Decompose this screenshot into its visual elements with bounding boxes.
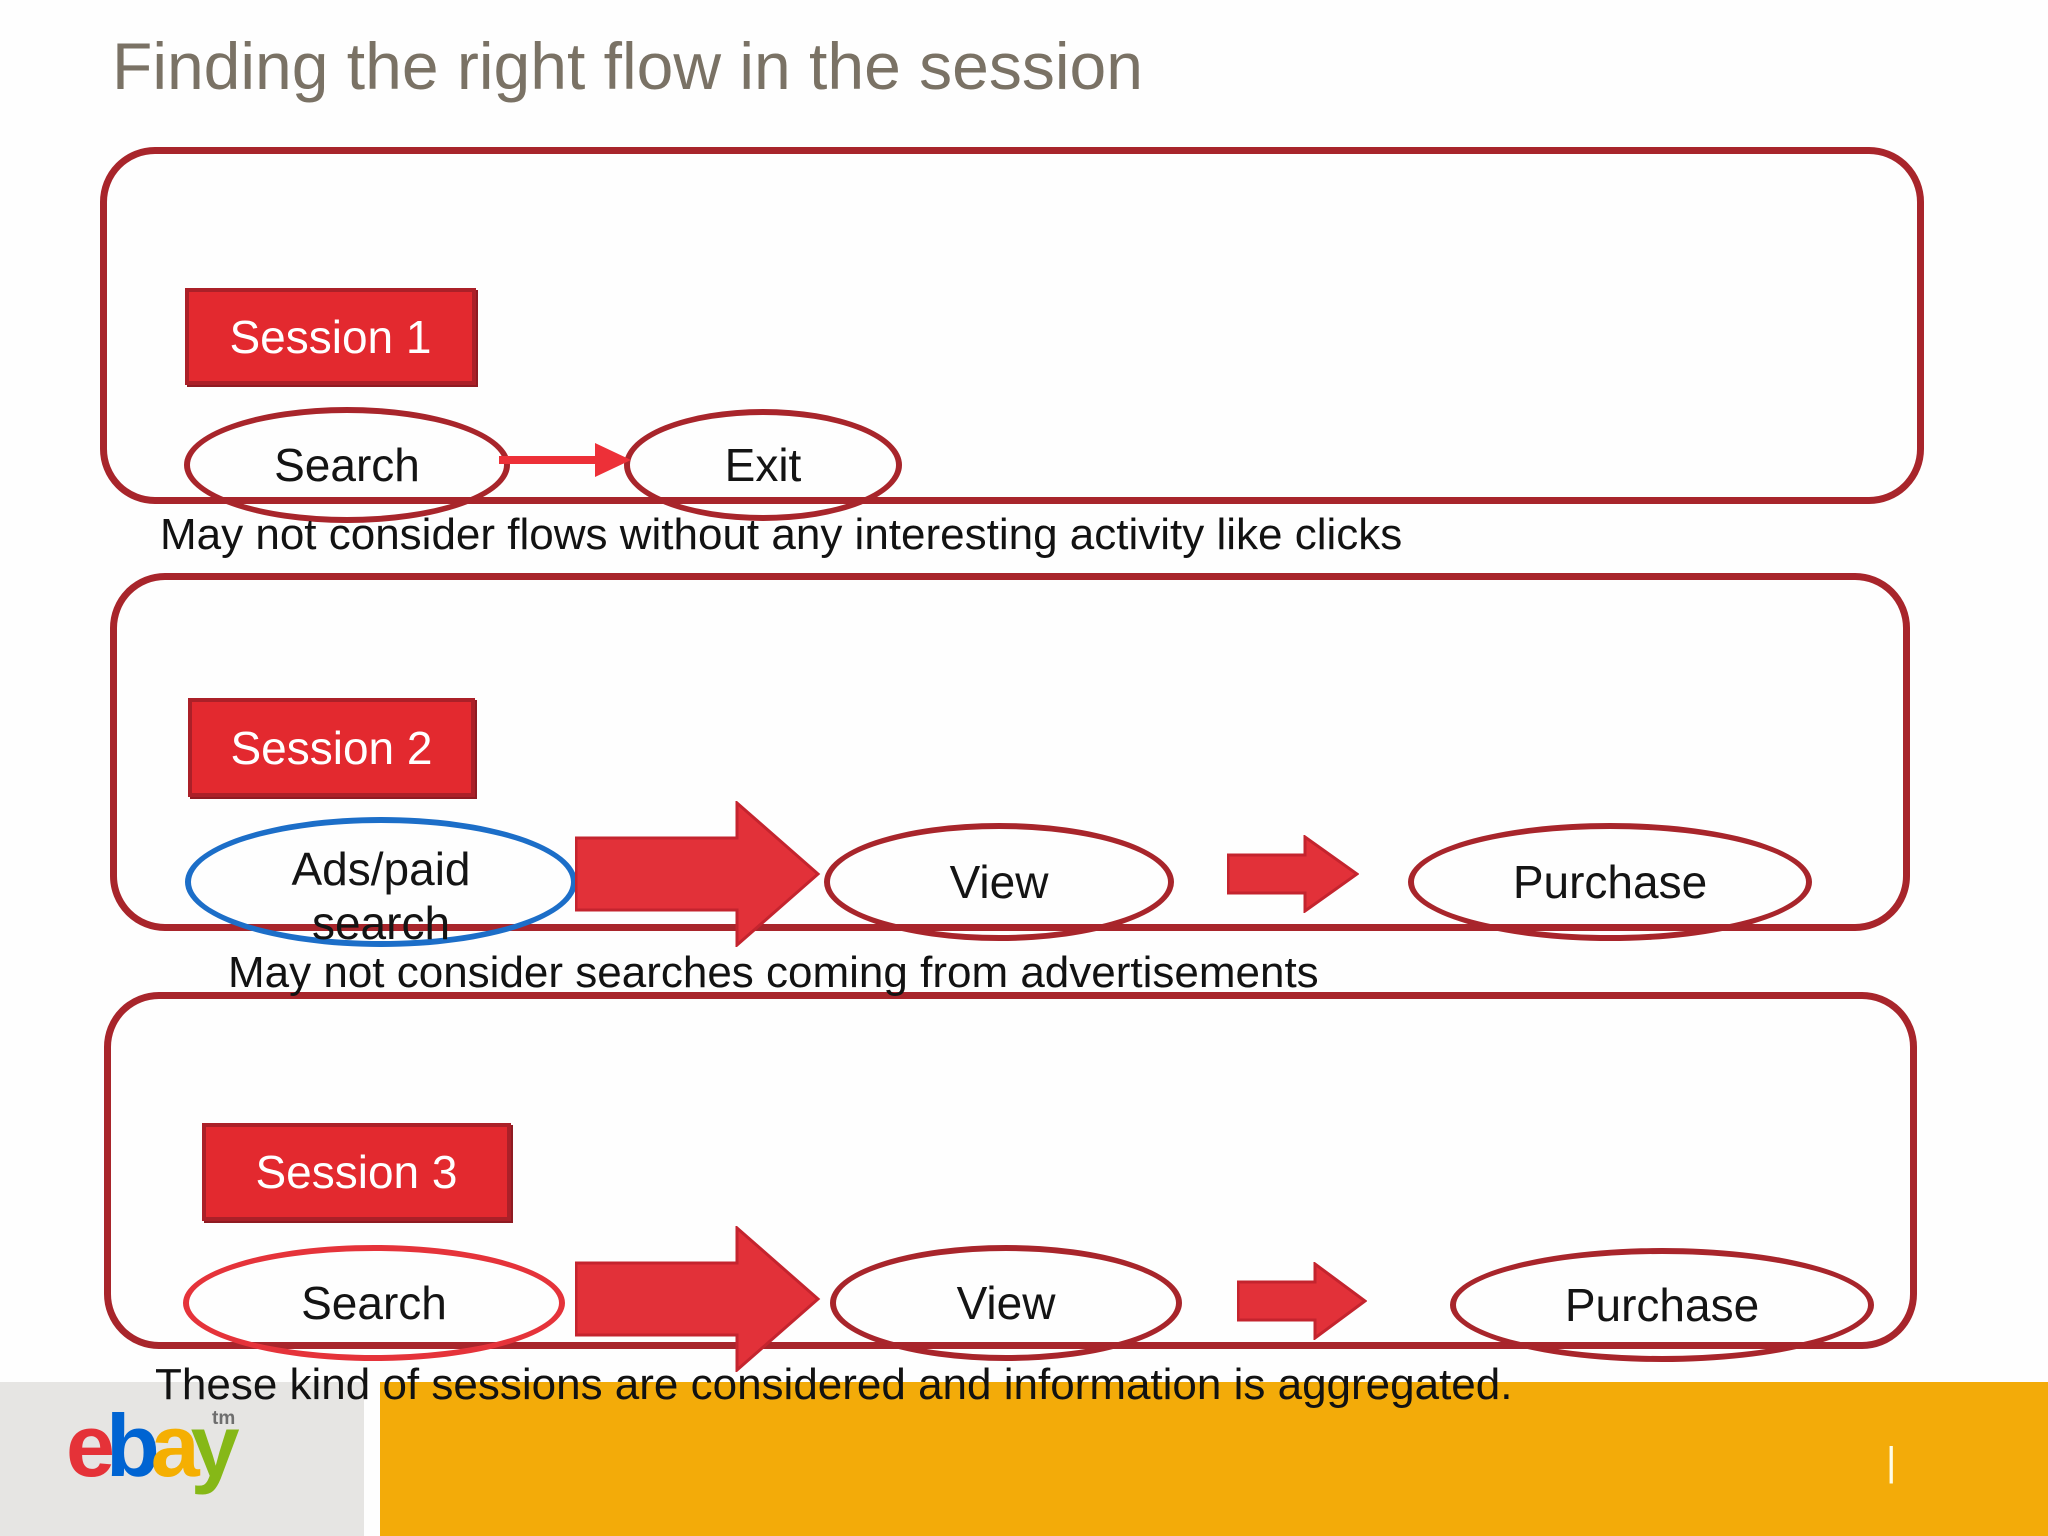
session3-purchase-node: Purchase [1450, 1248, 1874, 1362]
session1-caption: May not consider flows without any inter… [160, 510, 1403, 559]
session1-exit-node: Exit [624, 409, 902, 521]
ebay-letter-a: a [150, 1396, 200, 1495]
footer-page-marker: | [1886, 1440, 1897, 1484]
ebay-trademark: tm [212, 1408, 236, 1429]
session1-container [100, 147, 1924, 504]
session2-view-label: View [949, 855, 1049, 908]
session2-caption: May not consider searches coming from ad… [228, 948, 1319, 997]
session3-view-label: View [956, 1276, 1056, 1329]
small-arrow-right-icon [1237, 1262, 1367, 1340]
session3-search-node: Search [183, 1245, 565, 1361]
page-title: Finding the right flow in the session [112, 29, 1143, 103]
session2-purchase-label: Purchase [1512, 855, 1708, 908]
session1-search-label: Search [274, 438, 420, 491]
ebay-logo: ebay [66, 1402, 240, 1490]
footer-orange-bar: | [380, 1382, 2048, 1536]
session1-label: Session 1 [229, 310, 432, 363]
small-arrow-right-icon [1227, 835, 1359, 913]
session1-exit-label: Exit [724, 438, 802, 491]
big-arrow-right-icon [575, 801, 821, 947]
session2-label: Session 2 [230, 721, 433, 774]
ebay-letter-b: b [105, 1396, 160, 1495]
session2-label-box: Session 2 [188, 698, 475, 797]
session2-ads-node: Ads/paid search [185, 817, 577, 949]
session2-view-node: View [824, 823, 1174, 941]
big-arrow-right-icon [575, 1226, 821, 1372]
session1-label-box: Session 1 [185, 288, 476, 385]
footer-gray-panel: ebay tm [0, 1382, 364, 1536]
session1-search-node: Search [184, 407, 510, 523]
session3-search-label: Search [301, 1276, 447, 1329]
session2-purchase-node: Purchase [1408, 823, 1812, 941]
session3-label-box: Session 3 [202, 1123, 511, 1221]
arrow-right-icon [499, 443, 631, 477]
session3-caption: These kind of sessions are considered an… [155, 1360, 1513, 1409]
session3-view-node: View [830, 1245, 1182, 1361]
session2-ads-label: Ads/paid search [291, 842, 471, 949]
ebay-letter-e: e [66, 1396, 115, 1495]
session3-label: Session 3 [255, 1146, 458, 1198]
session3-purchase-label: Purchase [1564, 1278, 1760, 1331]
